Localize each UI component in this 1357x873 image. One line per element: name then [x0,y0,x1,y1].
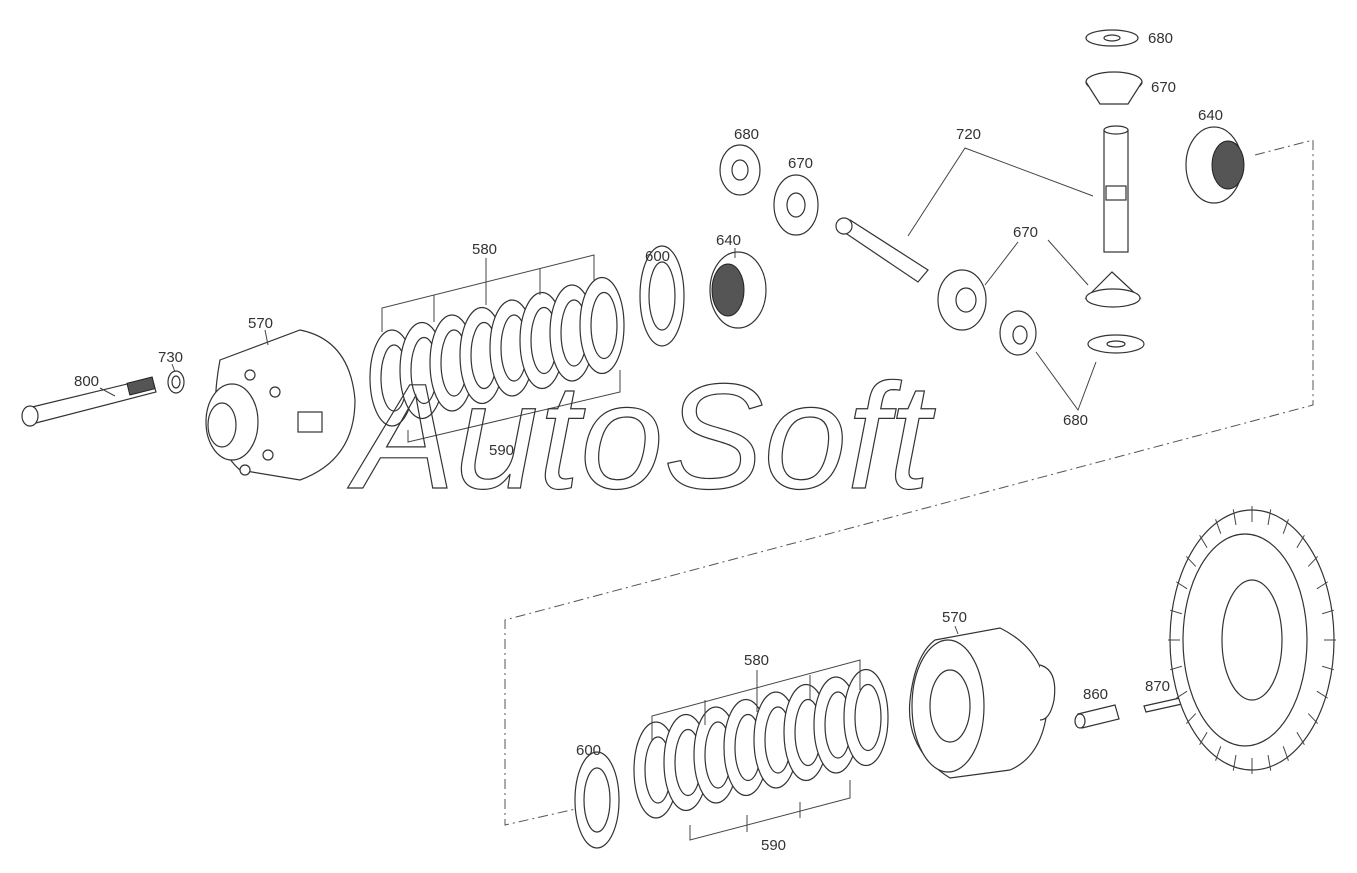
leader-lines [99,147,1097,841]
ring-gear-tooth [1169,609,1182,615]
bolt-800 [21,376,157,427]
ring-gear-tooth [1322,665,1335,671]
washer-680-c [1087,334,1145,354]
label-670-b: 670 [1013,224,1038,241]
ring-gear-tooth [1322,609,1335,615]
ring-gear-tooth [1307,713,1319,724]
label-680-a: 680 [734,126,759,143]
label-570-lower: 570 [942,609,967,626]
pin-870 [1143,697,1183,713]
label-860: 860 [1083,686,1108,703]
label-590-upper: 590 [489,442,514,459]
thrust-washer-600-lower [574,751,620,849]
label-590-lower: 590 [761,837,786,854]
side-gear-640-left [709,251,767,329]
label-670-top: 670 [1151,79,1176,96]
label-580-upper: 580 [472,241,497,258]
watermark-logo: AutoSoft [347,352,936,520]
ring-gear-tooth [1199,731,1208,746]
label-640-right: 640 [1198,107,1223,124]
label-640-left: 640 [716,232,741,249]
label-720: 720 [956,126,981,143]
disc-pack-lower [633,668,889,819]
pinion-gear-670-b [937,269,987,331]
clutch-disc-bore [590,291,618,360]
ring-gear-tooth [1316,581,1328,590]
label-730: 730 [158,349,183,366]
ring-gear-tooth [1282,746,1289,761]
housing-570-upper [205,329,356,481]
thrust-washer-600-upper [639,245,685,347]
label-570-upper: 570 [248,315,273,332]
ring-gear-tooth [1199,534,1208,549]
housing-570-lower [908,627,1056,779]
disc-pack-upper [369,276,625,427]
ring-gear-tooth [1169,665,1182,671]
ring-gear-tooth [1296,534,1305,549]
washer-680-b [999,310,1037,356]
ring-gear-tooth [1282,519,1289,534]
pinion-gear-670-a [773,174,819,236]
ring-gear-tooth [1232,754,1237,771]
ring-gear-tooth [1176,690,1188,699]
ring-gear [1168,506,1336,774]
ring-gear-tooth [1296,731,1305,746]
label-680-top: 680 [1148,30,1173,47]
label-870: 870 [1145,678,1170,695]
label-580-lower: 580 [744,652,769,669]
ring-gear-tooth [1176,581,1188,590]
label-800: 800 [74,373,99,390]
ring-gear-tooth [1267,754,1272,771]
pinion-gear-670-c [1084,271,1142,308]
cross-shaft-720-b [1103,125,1129,253]
label-670-a: 670 [788,155,813,172]
cross-shaft-720-a [835,217,929,283]
ring-gear-tooth [1232,509,1237,526]
ring-gear-tooth [1215,746,1222,761]
ring-gear-tooth [1267,509,1272,526]
assembly-boundary [504,139,1314,826]
side-gear-640-right [1185,126,1245,204]
pinion-gear-670-top [1085,71,1143,105]
washer-730 [167,370,185,394]
clutch-disc-bore [854,683,882,752]
ring-gear-tooth [1215,519,1222,534]
ring-gear-tooth [1307,556,1319,567]
sleeve-860 [1074,704,1120,729]
label-600-upper: 600 [645,248,670,265]
label-600-lower: 600 [576,742,601,759]
washer-680-a [719,144,761,196]
part-labels: 800 730 570 580 590 600 640 680 670 720 … [74,30,1223,854]
label-680-lower: 680 [1063,412,1088,429]
ring-gear-tooth [1185,556,1197,567]
ring-gear-tooth [1185,713,1197,724]
washer-680-top [1085,29,1139,47]
ring-gear-tooth [1316,690,1328,699]
